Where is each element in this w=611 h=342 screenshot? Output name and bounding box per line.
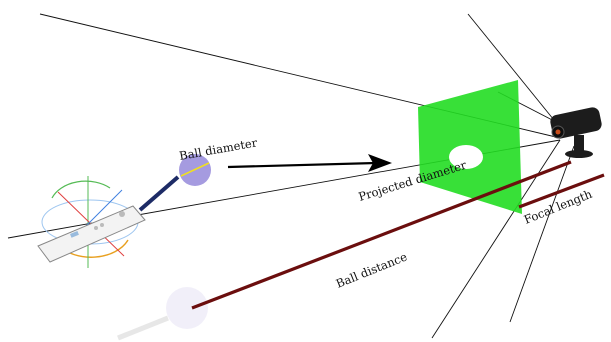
- ball-diameter-label: Ball diameter: [178, 135, 259, 163]
- projection-arrow: [227, 154, 392, 172]
- tracked-ball-icon: [179, 154, 211, 186]
- ball-distance-label: Ball distance: [334, 249, 409, 290]
- ball-distance-line: [191, 160, 572, 310]
- wii-remote-icon: [37, 175, 180, 268]
- ball-diameter-line: [180, 162, 210, 177]
- eye-camera-icon: [550, 107, 602, 158]
- projected-ball: [449, 145, 483, 169]
- ray-upper: [467, 13, 559, 126]
- ghost-ball: [117, 287, 208, 341]
- ray-bottom-right: [509, 145, 575, 323]
- focal-length-line: [518, 173, 605, 209]
